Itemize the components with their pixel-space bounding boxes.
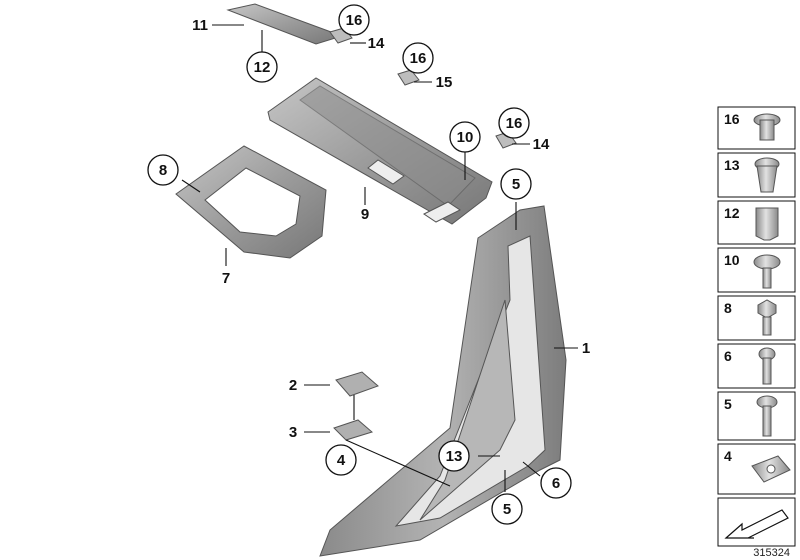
legend-label-13: 13 (724, 157, 740, 173)
pillar-trim-part-1 (319, 202, 578, 557)
legend-label-12: 12 (724, 205, 740, 221)
callout-11: 11 (192, 17, 208, 34)
callout-8: 8 (159, 162, 167, 179)
callout-5-bottom: 5 (503, 501, 511, 518)
callout-3: 3 (289, 424, 297, 441)
legend-cell-5: 5 (717, 391, 796, 441)
callout-1: 1 (582, 340, 590, 357)
legend-cell-8: 8 (717, 295, 796, 341)
parcel-shelf-part-9 (267, 77, 493, 225)
legend-cell-12: 12 (717, 200, 796, 245)
callout-13: 13 (446, 448, 463, 465)
bracket-part-3 (304, 395, 451, 487)
legend-cell-4: 4 (717, 443, 796, 495)
callout-16-c: 16 (506, 115, 523, 132)
legend-cell-arrow (717, 497, 796, 547)
legend-label-6: 6 (724, 348, 732, 364)
callout-ring-5-bottom (491, 493, 523, 525)
callout-ring-8 (147, 154, 179, 186)
callout-10: 10 (457, 129, 474, 146)
bracket-part-2 (304, 371, 379, 397)
reference-number: 315324 (753, 547, 790, 559)
legend-label-10: 10 (724, 252, 740, 268)
callout-14-a: 14 (368, 35, 385, 52)
callout-12: 12 (254, 59, 271, 76)
legend-cell-13: 13 (717, 152, 796, 198)
legend-cell-6: 6 (717, 343, 796, 389)
callout-ring-16-b (402, 42, 434, 74)
callout-7: 7 (222, 270, 230, 287)
callout-ring-4 (325, 444, 357, 476)
callout-ring-5-top (500, 168, 532, 200)
callout-ring-13 (438, 440, 470, 472)
callout-6: 6 (552, 475, 560, 492)
callout-ring-6 (540, 467, 572, 499)
hex-screw-icon (757, 299, 777, 319)
legend-cell-10: 10 (717, 247, 796, 293)
callout-16-b: 16 (410, 50, 427, 67)
callout-15: 15 (436, 74, 453, 91)
callout-9: 9 (361, 206, 369, 223)
legend-cell-16: 16 (717, 106, 796, 150)
callout-5-top: 5 (512, 176, 520, 193)
callout-ring-16-a (338, 4, 370, 36)
legend-label-5: 5 (724, 396, 732, 412)
frame-part-7 (175, 145, 327, 266)
callout-4: 4 (337, 452, 346, 469)
legend-label-16: 16 (724, 111, 740, 127)
fastener-legend: 16 13 12 10 8 (717, 106, 796, 547)
legend-label-8: 8 (724, 300, 732, 316)
flange-screw-icon (753, 254, 781, 270)
direction-arrow-icon (724, 509, 789, 539)
spring-clip-icon (755, 207, 779, 241)
callout-ring-16-c (498, 107, 530, 139)
callout-ring-10 (449, 121, 481, 153)
callout-16-a: 16 (346, 12, 363, 29)
legend-label-4: 4 (724, 448, 732, 464)
callout-14-b: 14 (533, 136, 550, 153)
callout-2: 2 (289, 377, 297, 394)
trim-strip-part-11 (212, 3, 344, 52)
callout-ring-12 (246, 51, 278, 83)
